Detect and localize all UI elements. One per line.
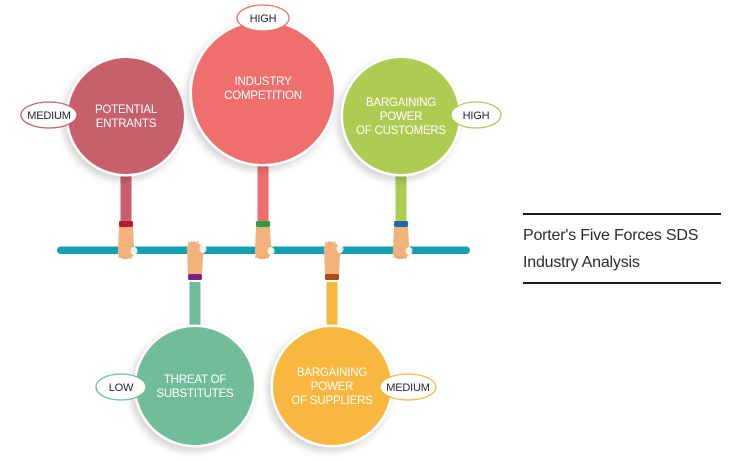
rating-badge-industry-competition [236,4,290,32]
force-label-bargaining-power-customers: BARGAINING POWER OF CUSTOMERS [356,97,447,137]
stick-threat-of-substitutes [189,282,201,331]
rating-badge-bargaining-power-suppliers [379,373,437,401]
hand-bargaining-power-suppliers [323,241,344,280]
force-label-line: SUBSTITUTES [156,388,234,400]
stick-bargaining-power-customers [395,170,407,222]
circle-potential-entrants [68,58,184,174]
cuff-industry-competition [256,221,270,227]
rating-badge-bargaining-power-customers [450,101,502,129]
rating-badge-threat-of-substitutes [95,373,147,401]
circle-threat-of-substitutes [136,327,254,445]
force-label-bargaining-power-suppliers: BARGAINING POWER OF SUPPLIERS [291,367,373,407]
force-label-line: BARGAINING [366,97,436,109]
force-label-threat-of-substitutes: THREAT OF SUBSTITUTES [156,374,234,400]
stick-potential-entrants [120,170,132,222]
force-label-potential-entrants: POTENTIAL ENTRANTS [95,104,158,130]
circle-industry-competition [192,22,334,164]
knuckles-potential-entrants [117,256,133,259]
stick-bargaining-power-suppliers [326,282,338,331]
force-label-line: OF CUSTOMERS [356,125,447,137]
cuff-bargaining-power-suppliers [325,274,339,280]
thumb-potential-entrants [130,247,138,255]
rating-label-threat-of-substitutes: LOW [109,382,134,394]
thumb-bargaining-power-customers [405,247,413,255]
hand-bargaining-power-customers [392,221,413,260]
thumb-threat-of-substitutes [199,245,207,253]
force-label-industry-competition: INDUSTRY COMPETITION [224,76,302,102]
cuff-bargaining-power-customers [394,221,408,227]
force-label-line: OF SUPPLIERS [291,395,373,407]
knuckles-bargaining-power-customers [392,256,408,259]
rating-label-bargaining-power-suppliers: MEDIUM [386,382,429,394]
force-label-line: COMPETITION [224,90,302,102]
thumb-industry-competition [267,247,275,255]
sticks-layer [120,160,407,331]
force-label-line: POWER [380,111,422,123]
force-label-line: POTENTIAL [95,104,158,116]
force-bargaining-power-customers: BARGAINING POWER OF CUSTOMERS HIGH [340,55,502,177]
circle-bargaining-power-customers [343,58,459,174]
rating-badge-potential-entrants [20,101,78,129]
hand-threat-of-substitutes [186,241,207,280]
cuff-potential-entrants [119,221,133,227]
stick-industry-competition [257,160,269,222]
circle-bargaining-power-suppliers [273,327,391,445]
circles-layer: POTENTIAL ENTRANTS MEDIUM INDUSTRY COMPETITI… [20,4,502,448]
diagram-title: Porter's Five Forces SDS Industry Analys… [523,213,721,284]
hand-industry-competition [254,221,275,260]
force-label-line: THREAT OF [164,374,226,386]
hand-potential-entrants [117,221,138,260]
force-industry-competition: INDUSTRY COMPETITION HIGH [189,4,337,167]
cuff-threat-of-substitutes [188,274,202,280]
rating-label-potential-entrants: MEDIUM [27,110,70,122]
title-line-1: Porter's Five Forces SDS [523,227,699,244]
rating-label-bargaining-power-customers: HIGH [463,110,490,122]
force-label-line: INDUSTRY [235,76,293,88]
rating-label-industry-competition: HIGH [250,13,277,25]
force-label-line: ENTRANTS [96,118,157,130]
force-potential-entrants: POTENTIAL ENTRANTS MEDIUM [20,55,187,177]
force-bargaining-power-suppliers: BARGAINING POWER OF SUPPLIERS MEDIUM [270,324,437,448]
knuckles-industry-competition [254,256,270,259]
force-label-line: BARGAINING [297,367,367,379]
title-line-2: Industry Analysis [523,254,640,271]
hands-layer [117,221,413,280]
knuckles-bargaining-power-suppliers [324,241,338,244]
force-label-line: POWER [311,381,353,393]
thumb-bargaining-power-suppliers [336,245,344,253]
force-threat-of-substitutes: THREAT OF SUBSTITUTES LOW [95,324,257,448]
knuckles-threat-of-substitutes [187,241,201,244]
